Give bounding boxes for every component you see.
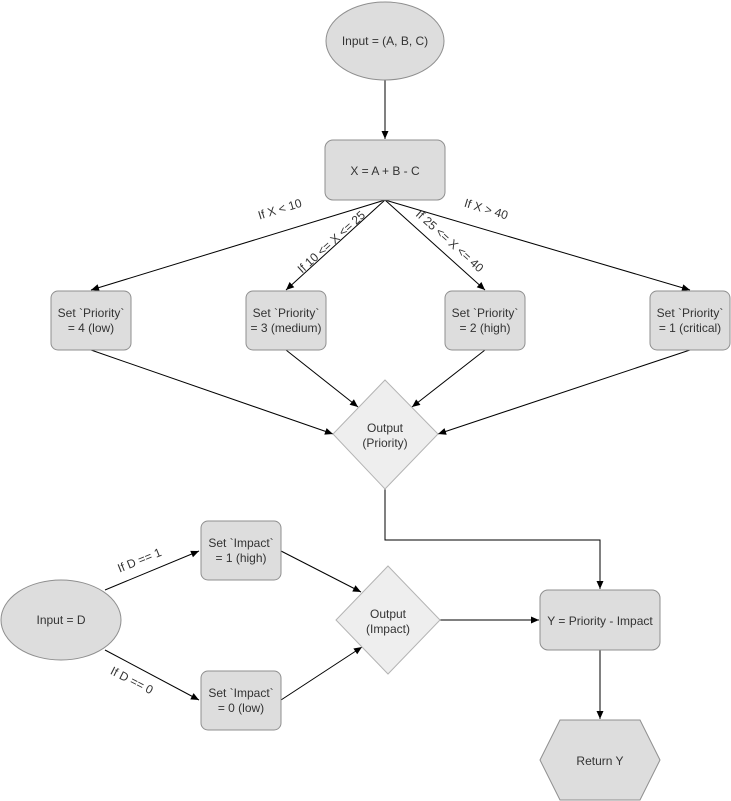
node-output-priority: Output (Priority) xyxy=(332,379,439,490)
node-priority-4-line2: = 4 (low) xyxy=(68,321,114,335)
node-priority-2-line1: Set `Priority` xyxy=(452,306,519,320)
edge-priority-1-to-output xyxy=(437,349,691,435)
node-output-impact-line1: Output xyxy=(370,607,407,621)
edge-label-x-10-25: If 10 <= X <= 25 xyxy=(295,208,369,276)
node-priority-3-line1: Set `Priority` xyxy=(253,306,320,320)
node-input-d-label: Input = D xyxy=(36,613,85,627)
node-input-abc-label: Input = (A, B, C) xyxy=(342,34,428,48)
node-input-abc: Input = (A, B, C) xyxy=(325,1,445,81)
node-priority-1-line2: = 1 (critical) xyxy=(659,321,721,335)
node-compute-x-label: X = A + B - C xyxy=(350,164,420,178)
edge-priority-2-to-output xyxy=(411,349,486,408)
node-output-impact: Output (Impact) xyxy=(335,565,441,675)
edge-impact-0-to-output xyxy=(280,646,363,701)
edge-priority-4-to-output xyxy=(90,349,334,435)
node-output-priority-line1: Output xyxy=(367,421,404,435)
edge-x-to-priority-3 xyxy=(285,199,386,291)
node-priority-3-line2: = 3 (medium) xyxy=(250,321,321,335)
edge-input-d-to-impact-0 xyxy=(104,649,200,701)
node-impact-0-line1: Set `Impact` xyxy=(208,686,273,700)
edge-label-x-gt-40: If X > 40 xyxy=(463,196,510,223)
node-impact-1-line2: = 1 (high) xyxy=(215,551,266,565)
edge-x-to-priority-4 xyxy=(90,199,386,292)
node-priority-1-line1: Set `Priority` xyxy=(657,306,724,320)
node-compute-x: X = A + B - C xyxy=(324,139,446,201)
edge-label-d-eq-0: If D == 0 xyxy=(108,664,156,698)
node-impact-1-line1: Set `Impact` xyxy=(208,536,273,550)
edge-x-to-priority-1 xyxy=(384,199,691,292)
node-priority-4: Set `Priority` = 4 (low) xyxy=(50,290,132,351)
edge-label-x-25-40: If 25 <= X <= 40 xyxy=(413,207,487,275)
node-priority-1: Set `Priority` = 1 (critical) xyxy=(649,290,731,351)
edge-label-d-eq-1: If D == 1 xyxy=(116,545,164,575)
edge-impact-1-to-output xyxy=(280,550,362,593)
node-impact-1: Set `Impact` = 1 (high) xyxy=(200,520,282,581)
edges xyxy=(90,80,691,719)
node-priority-2: Set `Priority` = 2 (high) xyxy=(444,290,526,351)
node-priority-2-line2: = 2 (high) xyxy=(459,321,510,335)
node-input-d: Input = D xyxy=(0,579,122,661)
edge-priority-3-to-output xyxy=(285,349,359,408)
node-output-priority-line2: (Priority) xyxy=(362,436,407,450)
node-output-impact-line2: (Impact) xyxy=(366,622,410,636)
node-priority-3: Set `Priority` = 3 (medium) xyxy=(245,290,327,351)
edge-labels: If X < 10 If 10 <= X <= 25 If 25 <= X <=… xyxy=(108,196,510,697)
node-compute-y-label: Y = Priority - Impact xyxy=(547,614,653,628)
node-return-y: Return Y xyxy=(539,719,661,801)
node-impact-0: Set `Impact` = 0 (low) xyxy=(200,670,282,731)
edge-output-priority-to-y xyxy=(384,489,604,589)
node-return-y-label: Return Y xyxy=(576,754,623,768)
edge-input-d-to-impact-1 xyxy=(104,550,200,591)
edge-label-x-lt-10: If X < 10 xyxy=(256,196,303,223)
node-priority-4-line1: Set `Priority` xyxy=(58,306,125,320)
node-compute-y: Y = Priority - Impact xyxy=(539,589,661,651)
edge-x-to-priority-2 xyxy=(384,199,486,291)
node-impact-0-line2: = 0 (low) xyxy=(218,701,264,715)
